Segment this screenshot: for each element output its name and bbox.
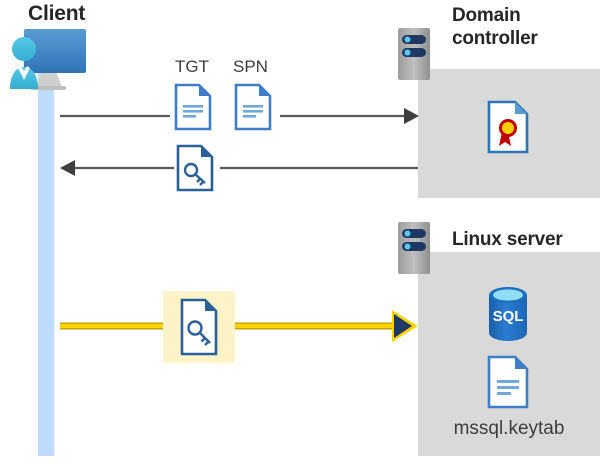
svg-text:SQL: SQL: [493, 308, 524, 325]
document-icon-spn: [234, 83, 272, 131]
page-title-domain-controller: Domain controller: [452, 5, 538, 49]
label-tgt: TGT: [175, 57, 209, 76]
server-rack-icon-domain-controller: [398, 28, 430, 80]
label-spn: SPN: [233, 57, 268, 76]
document-with-key-icon-ticket: [176, 144, 214, 192]
label-mssql-keytab: mssql.keytab: [453, 418, 565, 439]
user-with-monitor-icon: [8, 27, 92, 99]
linux-server-panel: [418, 252, 600, 456]
page-title-client: Client: [28, 2, 86, 25]
sql-database-icon: SQL: [484, 285, 532, 343]
arrow-dc-to-client: [60, 160, 418, 176]
document-icon-mssql-keytab: [487, 355, 529, 409]
document-with-key-icon-keytab: [180, 298, 218, 356]
client-lifeline: [38, 60, 54, 456]
document-icon-tgt: [174, 83, 212, 131]
arrow-client-to-linux: [60, 310, 418, 342]
server-rack-icon-linux-server: [398, 222, 430, 274]
certificate-document-icon: [487, 100, 529, 154]
page-title-linux-server: Linux server: [452, 229, 563, 250]
